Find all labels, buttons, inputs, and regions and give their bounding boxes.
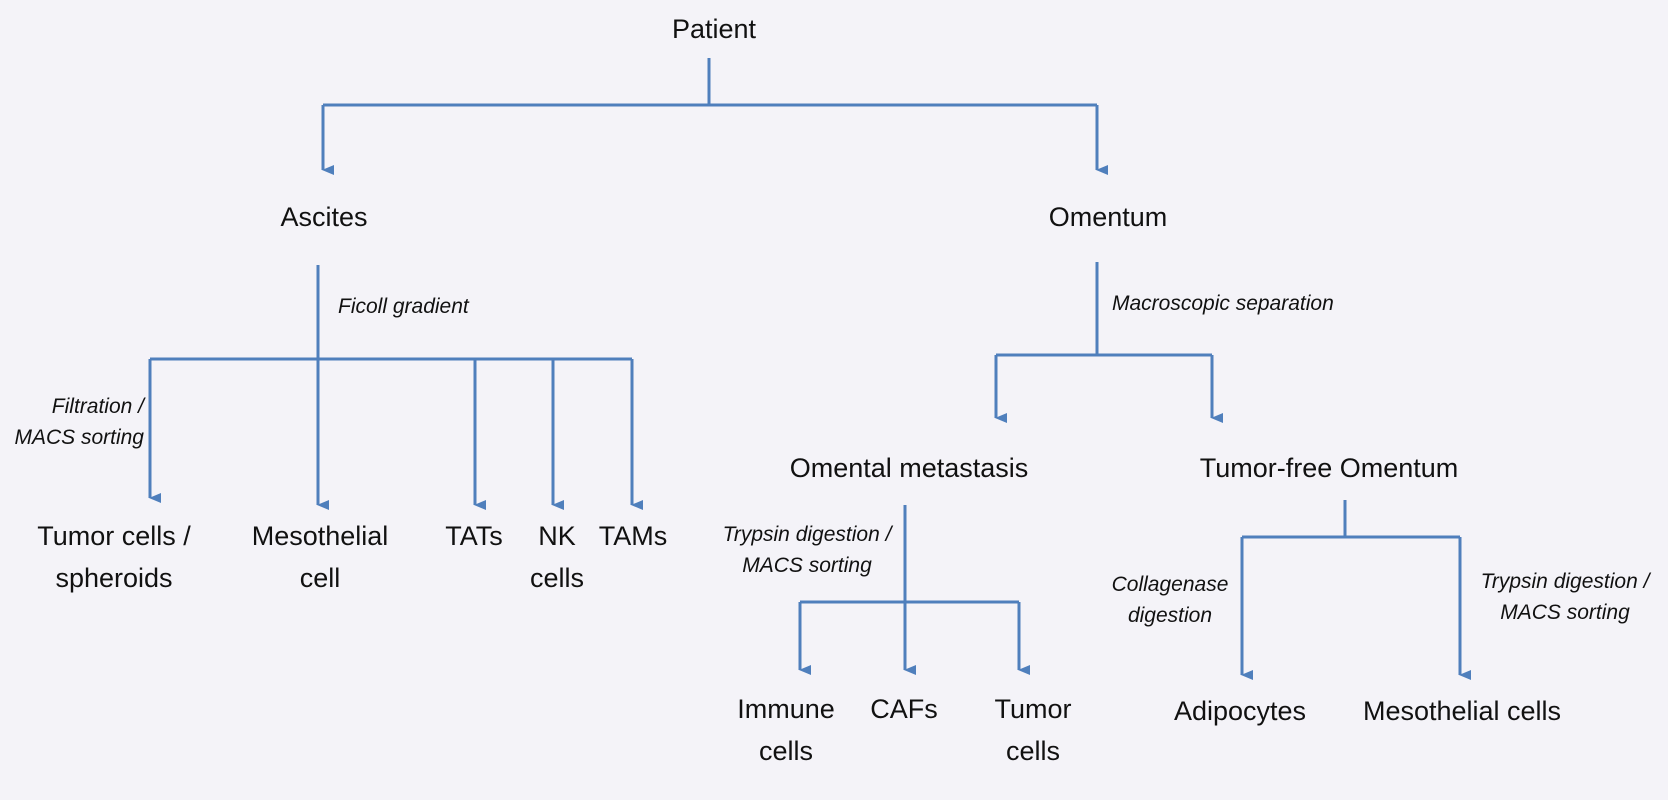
node-immune-cells-line-2: cells [758, 736, 814, 766]
node-tats: TATs [445, 521, 503, 551]
node-nk-cells: NK cells [530, 515, 584, 599]
node-adipocytes: Adipocytes [1173, 696, 1307, 726]
label-trypsin-macs-right-line-2: MACS sorting [1500, 601, 1630, 624]
label-collagenase-digestion-line-1: Collagenase [1111, 573, 1229, 596]
node-ascites: Ascites [280, 202, 368, 232]
node-immune-cells-line-1: Immune [737, 694, 835, 724]
node-nk-cells-line-2: cells [529, 563, 585, 593]
label-trypsin-macs-left-line-2: MACS sorting [742, 554, 872, 577]
label-ficoll-gradient: Ficoll gradient [338, 295, 469, 318]
node-patient: Patient [671, 14, 757, 44]
node-tumor-cells-spheroids-line-2: spheroids [55, 563, 173, 593]
node-tumor-cells-line-1: Tumor [994, 694, 1072, 724]
node-mesothelial-cell: Mesothelial cell [252, 515, 389, 599]
node-nk-cells-line-1: NK [538, 521, 576, 551]
label-trypsin-macs-left-line-1: Trypsin digestion / [722, 523, 892, 546]
node-tumor-cells-spheroids-line-1: Tumor cells / [37, 521, 191, 551]
label-trypsin-macs-right-line-1: Trypsin digestion / [1480, 570, 1650, 593]
node-immune-cells: Immune cells [737, 688, 835, 772]
node-mesothelial-cell-line-1: Mesothelial [251, 521, 389, 551]
label-filtration-macs-line-1: Filtration / [51, 395, 144, 418]
label-macroscopic-separation: Macroscopic separation [1112, 292, 1334, 315]
node-omentum: Omentum [1048, 202, 1168, 232]
label-trypsin-macs-left: Trypsin digestion / MACS sorting [723, 519, 892, 581]
label-trypsin-macs-right: Trypsin digestion / MACS sorting [1481, 566, 1650, 628]
node-mesothelial-cell-line-2: cell [299, 563, 341, 593]
node-tumor-cells-line-2: cells [1005, 736, 1061, 766]
node-cafs: CAFs [870, 694, 938, 724]
label-filtration-macs-line-2: MACS sorting [14, 426, 144, 449]
label-collagenase-digestion: Collagenase digestion [1112, 569, 1229, 631]
node-tumor-cells-spheroids: Tumor cells / spheroids [37, 515, 191, 599]
node-tumor-free-omentum: Tumor-free Omentum [1199, 453, 1459, 483]
node-omental-metastasis: Omental metastasis [789, 453, 1029, 483]
label-collagenase-digestion-line-2: digestion [1127, 604, 1213, 627]
label-filtration-macs: Filtration / MACS sorting [14, 391, 144, 453]
node-tumor-cells: Tumor cells [994, 688, 1071, 772]
node-mesothelial-cells: Mesothelial cells [1362, 696, 1562, 726]
node-tams: TAMs [598, 521, 668, 551]
